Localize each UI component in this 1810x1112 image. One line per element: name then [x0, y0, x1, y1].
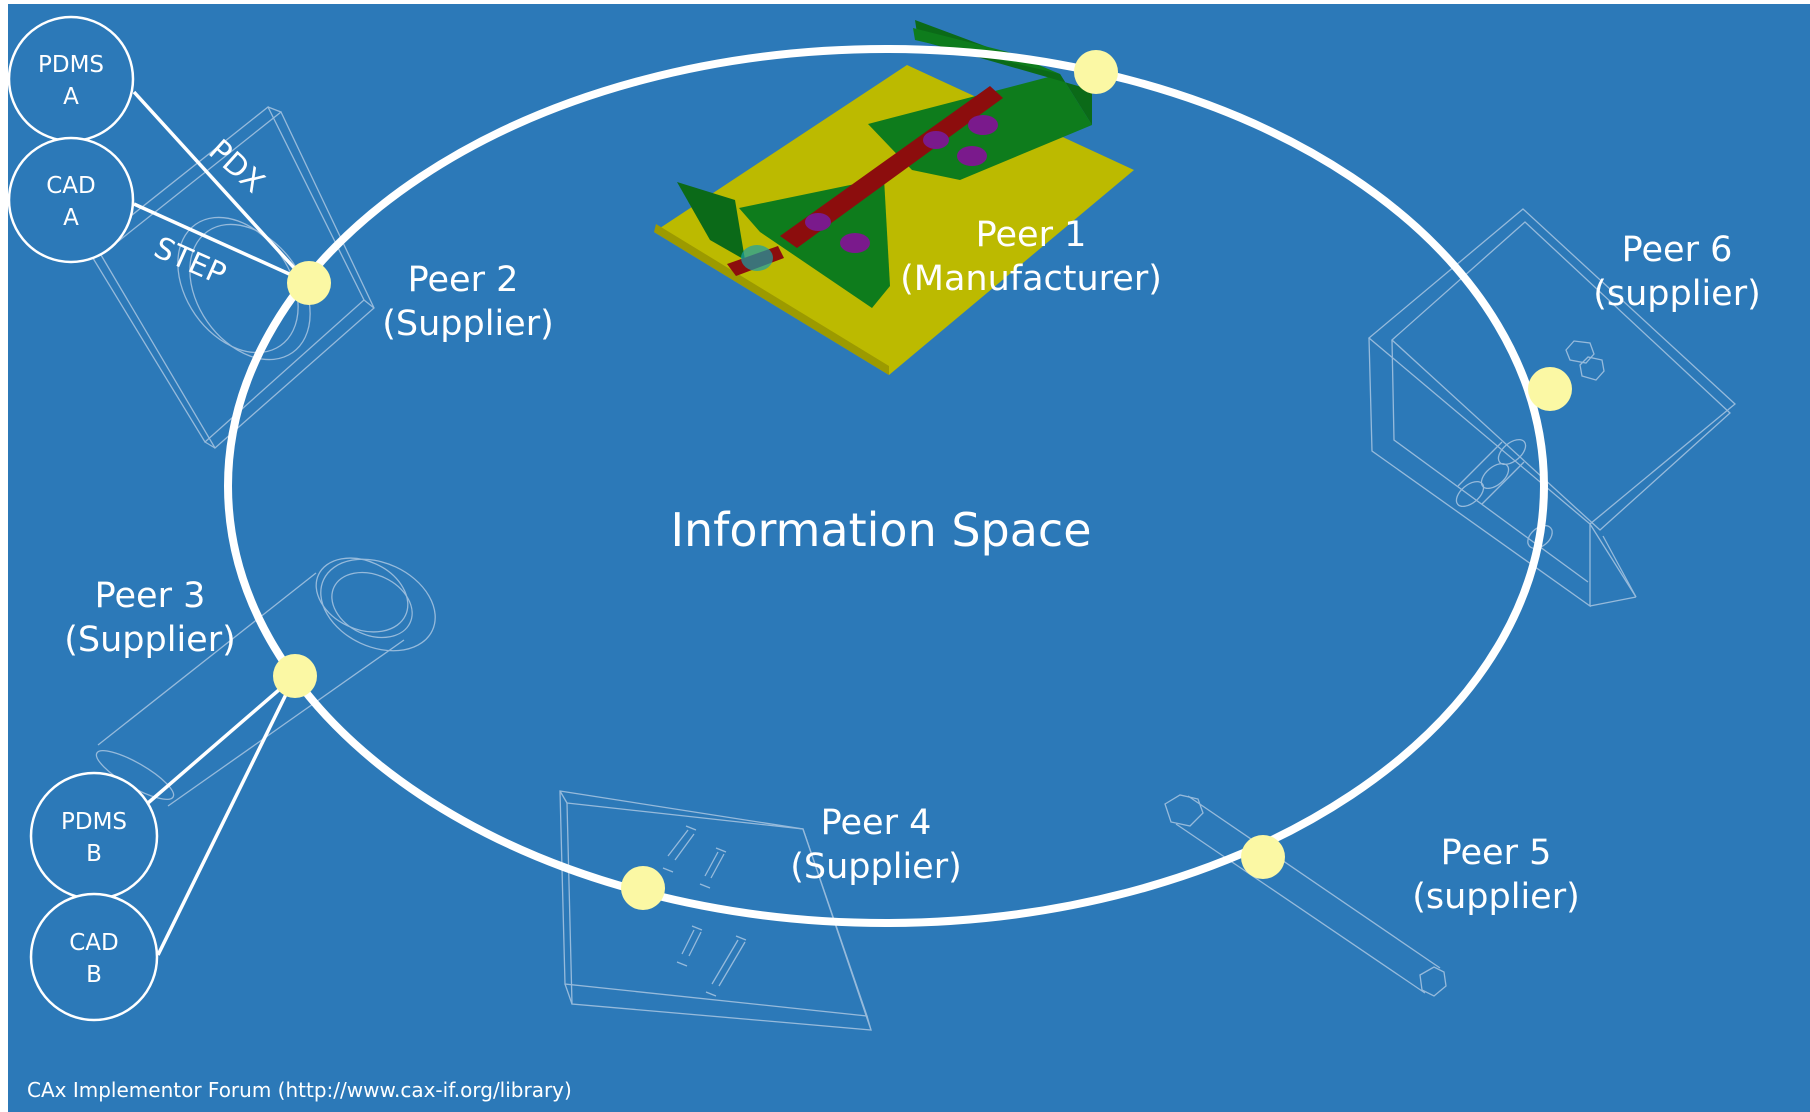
information-space-ring [224, 45, 1548, 927]
peer1-node[interactable] [1074, 50, 1118, 94]
wireframe-part-peer5 [1164, 794, 1447, 997]
system-pdms-a[interactable]: PDMS A [7, 15, 135, 143]
wireframe-part-peer3 [95, 557, 436, 807]
system-cad-a-line2: A [63, 205, 79, 231]
footer-credit: CAx Implementor Forum (http://www.cax-if… [27, 1078, 572, 1102]
system-links [132, 90, 309, 956]
peer3-label: Peer 3 [95, 576, 206, 616]
system-cad-b-line2: B [86, 962, 102, 988]
link-cad-b-peer3 [156, 675, 297, 956]
system-pdms-b[interactable]: PDMS B [29, 771, 159, 901]
peer5-role: (supplier) [1412, 877, 1580, 917]
peer1-label: Peer 1 [976, 215, 1087, 255]
system-cad-a-line1: CAD [46, 173, 96, 199]
wireframe-part-peer6 [1367, 208, 1736, 608]
system-cad-b-line1: CAD [69, 930, 119, 956]
peer6-node[interactable] [1528, 367, 1572, 411]
peer3-node[interactable] [273, 654, 317, 698]
peer4-role: (Supplier) [790, 847, 962, 887]
system-pdms-b-line2: B [86, 841, 102, 867]
wireframe-part-peer4 [559, 790, 872, 1031]
link-pdms-a-peer2 [132, 90, 309, 284]
link-pdms-b-peer3 [146, 674, 297, 805]
system-pdms-b-line1: PDMS [61, 809, 127, 835]
system-pdms-a-line1: PDMS [38, 52, 104, 78]
peer6-label: Peer 6 [1622, 230, 1733, 270]
peer4-node[interactable] [621, 866, 665, 910]
information-space-label: Information Space [670, 503, 1091, 557]
system-cad-a[interactable]: CAD A [7, 136, 135, 264]
peer2-label: Peer 2 [408, 260, 519, 300]
system-cad-b[interactable]: CAD B [29, 892, 159, 1022]
peer3-role: (Supplier) [64, 620, 236, 660]
link-cad-a-peer2 [133, 202, 308, 284]
peer6-role: (supplier) [1593, 274, 1761, 314]
system-pdms-a-line2: A [63, 84, 79, 110]
peer2-node[interactable] [287, 261, 331, 305]
peer4-label: Peer 4 [821, 803, 932, 843]
peer2-role: (Supplier) [382, 304, 554, 344]
peer5-node[interactable] [1241, 835, 1285, 879]
peer5-label: Peer 5 [1441, 833, 1552, 873]
assembly-model-peer1 [654, 20, 1134, 375]
peer1-role: (Manufacturer) [900, 259, 1162, 299]
